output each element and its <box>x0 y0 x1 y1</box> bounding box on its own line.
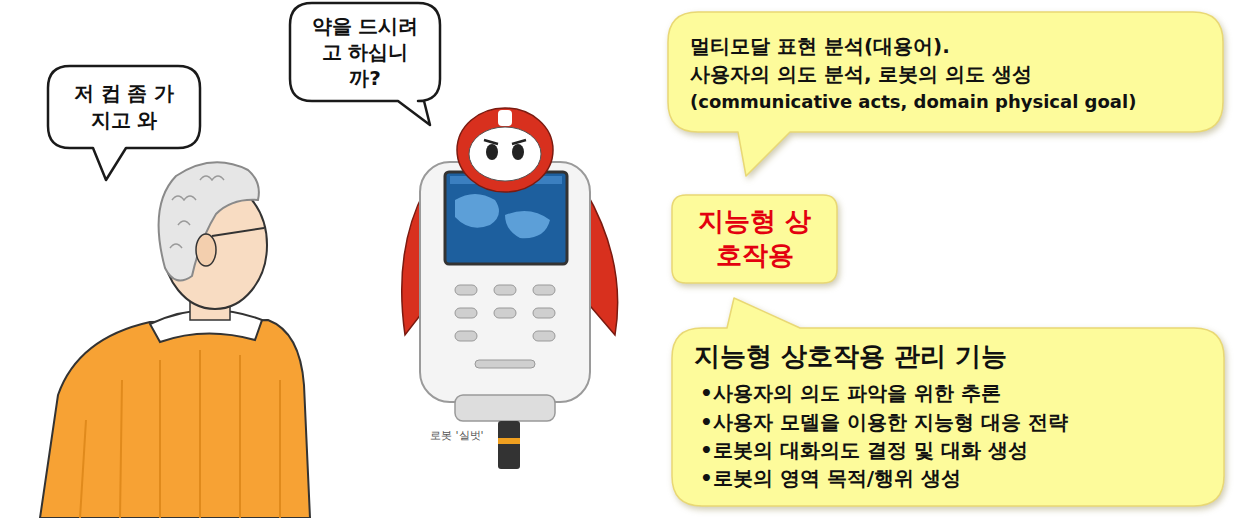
outline-path <box>290 3 440 125</box>
robot-eye <box>486 144 498 160</box>
outline-path <box>672 195 837 283</box>
node-text: 사용자의 의도 분석, 로봇의 의도 생성 <box>690 60 1032 88</box>
node-text: •로봇의 영역 목적/행위 생성 <box>694 464 961 492</box>
node-content: 멀티모달 표현 분석(대용어).사용자의 의도 분석, 로봇의 의도 생성(co… <box>668 12 1223 132</box>
speech-bubble: 약을 드시려고 하십니까? <box>290 3 440 101</box>
node-text: 지능형 상호작용 <box>690 205 820 273</box>
hair <box>159 162 259 280</box>
outline-path <box>672 298 1224 506</box>
speaker-holes <box>455 285 555 368</box>
ear <box>196 234 216 266</box>
screen-map <box>455 194 550 238</box>
outline-path <box>668 12 1223 176</box>
robot-base <box>455 395 555 421</box>
robot-head <box>457 108 553 192</box>
node-content: 저 컵 좀 가지고 와 <box>48 66 200 148</box>
node-content: 지능형 상호작용 관리 기능 •사용자의 의도 파악을 위한 추론•사용자 모델을… <box>672 328 1224 506</box>
robot-wheel <box>498 421 520 469</box>
callout-box: 지능형 상호작용 관리 기능 •사용자의 의도 파악을 위한 추론•사용자 모델을… <box>672 328 1224 506</box>
callout-box: 멀티모달 표현 분석(대용어).사용자의 의도 분석, 로봇의 의도 생성(co… <box>668 12 1223 132</box>
node-content: 지능형 상호작용 <box>672 195 837 283</box>
glasses-arm <box>212 228 264 236</box>
hair-curls <box>170 176 224 248</box>
robot-wheel-stripe <box>498 438 520 444</box>
old-man-figure <box>40 162 310 518</box>
vest <box>40 320 310 518</box>
robot-body <box>420 162 590 402</box>
robot-face <box>469 127 541 181</box>
speech-bubble: 저 컵 좀 가지고 와 <box>48 66 200 148</box>
robot-eye <box>512 144 524 160</box>
title-box: 지능형 상호작용 <box>672 195 837 283</box>
node-text: (communicative acts, domain physical goa… <box>690 89 1136 115</box>
node-text: •로봇의 대화의도 결정 및 대화 생성 <box>694 436 1028 464</box>
node-text: 멀티모달 표현 분석(대용어). <box>690 32 950 60</box>
outline-path <box>48 66 200 180</box>
node-content: 약을 드시려고 하십니까? <box>290 3 440 101</box>
robot-brows <box>484 140 526 144</box>
node-text: •사용자의 의도 파악을 위한 추론 <box>694 379 1001 407</box>
node-text: 저 컵 좀 가지고 와 <box>68 80 180 134</box>
robot-figure <box>402 108 618 469</box>
node-text: •사용자 모델을 이용한 지능형 대응 전략 <box>694 408 1068 436</box>
robot-head-stripe <box>498 110 512 126</box>
callout-heading: 지능형 상호작용 관리 기능 <box>694 339 1007 375</box>
node-text: 약을 드시려고 하십니까? <box>311 13 419 91</box>
node-outline <box>48 66 200 148</box>
vest-knit <box>80 350 280 518</box>
figure-caption: 로봇 '실벗' <box>428 428 486 443</box>
